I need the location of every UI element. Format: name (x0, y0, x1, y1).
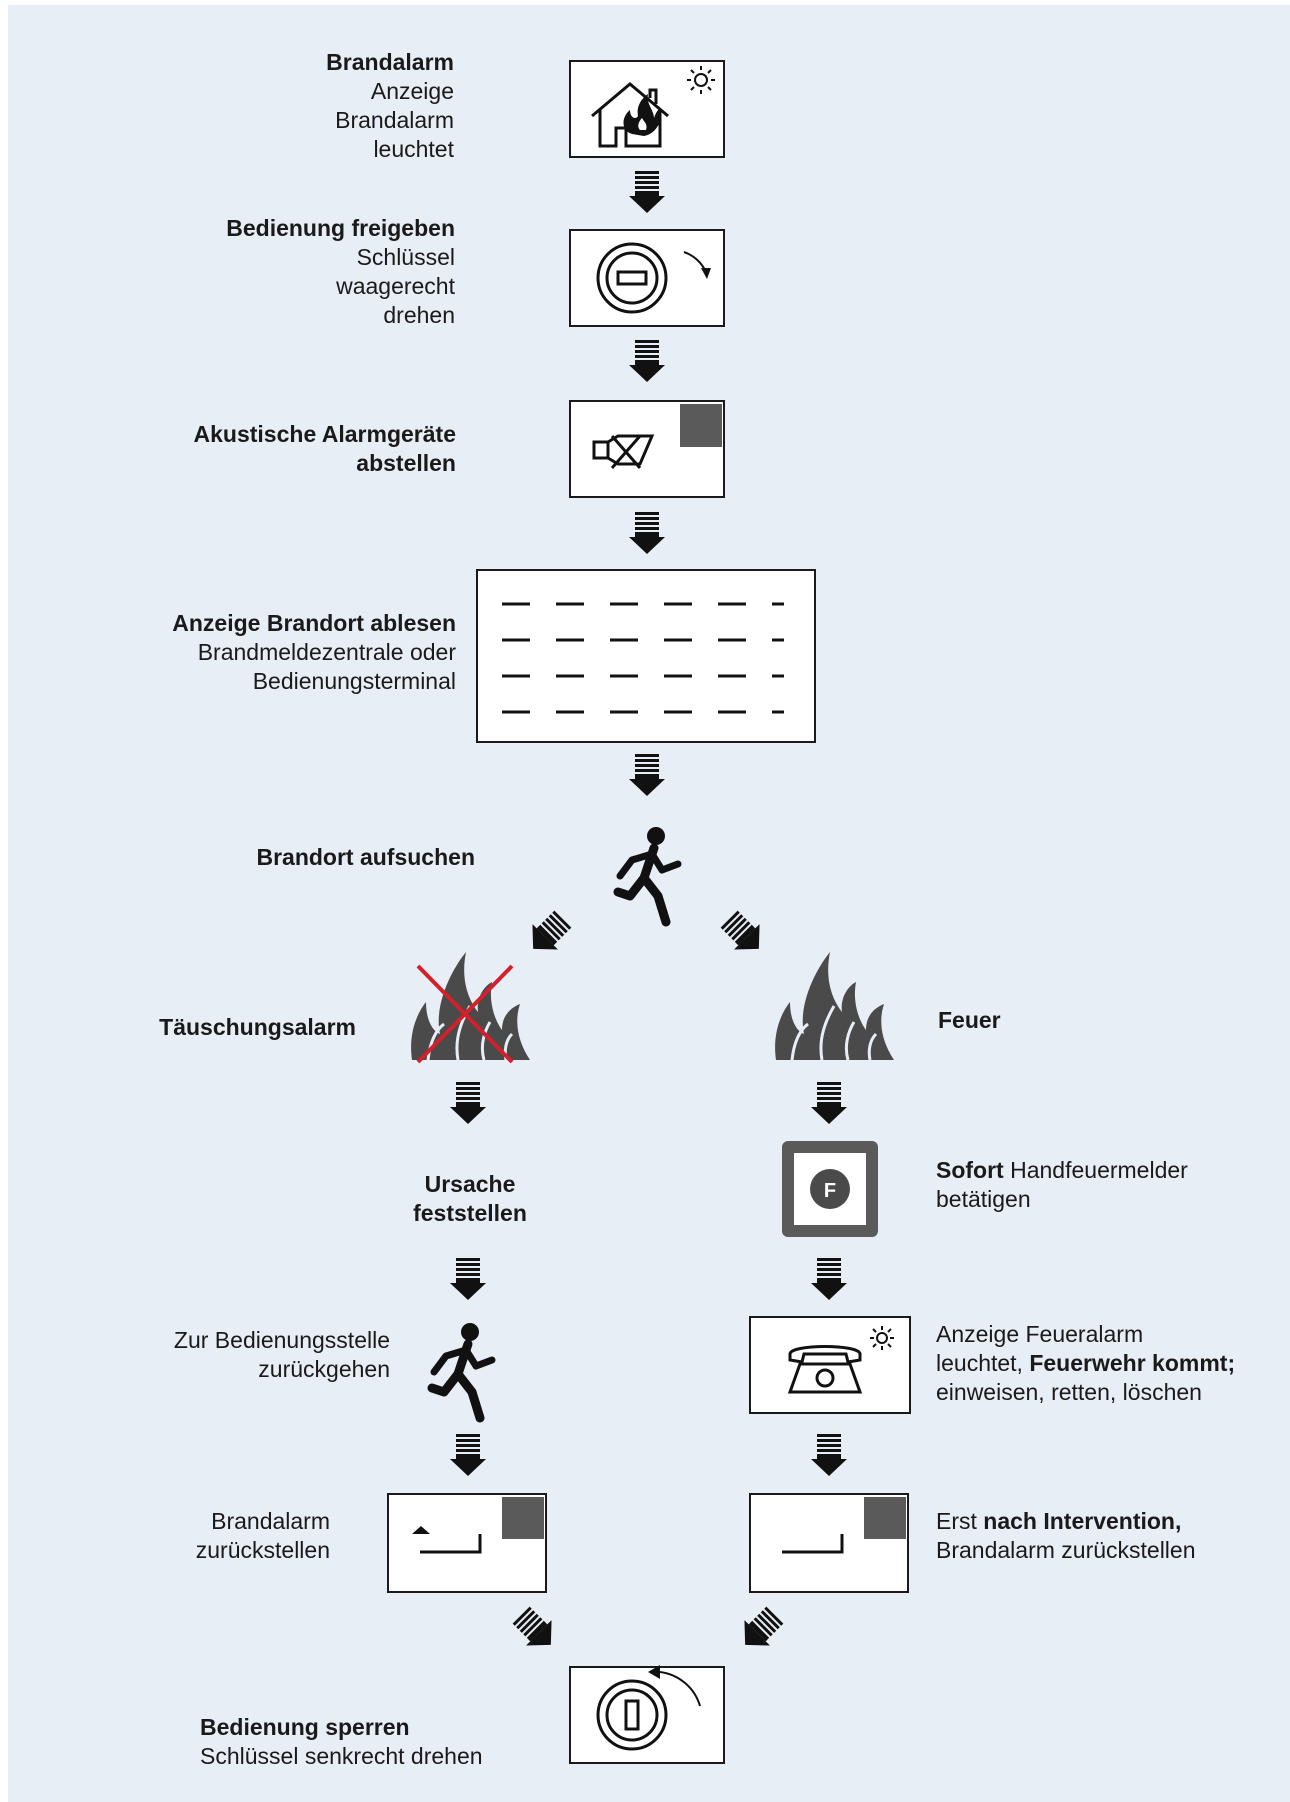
step-handfeuermelder-label: Sofort Handfeuermelder betätigen (936, 1156, 1188, 1214)
zurueckstellen-right-bold: nach Intervention, (983, 1508, 1182, 1534)
light-indicator-icon (870, 1326, 894, 1350)
brandort-ablesen-line1: Brandmeldezentrale oder (197, 639, 456, 665)
step-brandort-aufsuchen-label: Brandort aufsuchen (256, 843, 475, 872)
display-panel-box (476, 569, 816, 743)
display-panel-icon (502, 602, 784, 714)
reset-arrow-icon (782, 1534, 844, 1554)
brandalarm-display-box (569, 60, 725, 158)
freigeben-line2: waagerecht (336, 273, 455, 299)
taeuschung-title: Täuschungsalarm (159, 1014, 356, 1040)
mute-speaker-icon (592, 434, 655, 469)
walking-person-return-icon (432, 1323, 492, 1418)
walking-person-icon (618, 827, 678, 922)
arrow-diagonal-bottom-right (732, 1602, 788, 1658)
arrow-down-4 (629, 754, 665, 796)
feuer-title: Feuer (938, 1007, 1001, 1033)
ursache-title-2: feststellen (413, 1200, 527, 1226)
step-taeuschung-label: Täuschungsalarm (159, 1013, 356, 1042)
key-lock-box (569, 1665, 725, 1764)
arrow-down-right-3 (811, 1434, 847, 1476)
step-brandalarm-label: Brandalarm Anzeige Brandalarm leuchtet (326, 48, 454, 164)
key-vertical-icon (596, 1665, 701, 1751)
feueralarm-line1: Anzeige Feueralarm (936, 1321, 1144, 1347)
arrow-down-left-2 (450, 1258, 486, 1300)
arrow-down-3 (629, 512, 665, 554)
akustisch-title-2: abstellen (356, 450, 456, 476)
freigeben-line3: drehen (383, 302, 455, 328)
reset-box-right (749, 1493, 909, 1593)
feueralarm-line2-text: leuchtet, (936, 1350, 1030, 1376)
step-feueralarm-label: Anzeige Feueralarm leuchtet, Feuerwehr k… (936, 1320, 1235, 1407)
arrow-down-left-3 (450, 1434, 486, 1476)
brandalarm-line3: leuchtet (373, 136, 454, 162)
step-akustisch-label: Akustische Alarmgeräte abstellen (194, 420, 456, 478)
step-zurueckstellen-left-label: Brandalarm zurückstellen (196, 1507, 330, 1565)
telephone-icon (787, 1345, 863, 1394)
handfeuermelder-line2: betätigen (936, 1186, 1031, 1212)
zurueckgehen-line1: Zur Bedienungsstelle (173, 1327, 390, 1353)
arrow-down-right-1 (811, 1082, 847, 1124)
step-feuer-label: Feuer (938, 1006, 1001, 1035)
zurueckstellen-left-line1: Brandalarm (211, 1508, 330, 1534)
freigeben-title: Bedienung freigeben (226, 215, 455, 241)
arrow-diagonal-right (716, 906, 772, 962)
akustisch-title-1: Akustische Alarmgeräte (193, 421, 456, 447)
false-alarm-flames-icon (409, 950, 532, 1064)
freigeben-line1: Schlüssel (356, 244, 455, 270)
reset-box-left (387, 1493, 547, 1593)
house-fire-icon (591, 82, 669, 148)
arrow-diagonal-bottom-left (508, 1602, 564, 1658)
handfeuermelder-text: Handfeuermelder (1003, 1157, 1188, 1183)
step-sperren-label: Bedienung sperren Schlüssel senkrecht dr… (200, 1713, 483, 1771)
flames-icon (773, 950, 896, 1062)
brandort-ablesen-title: Anzeige Brandort ablesen (172, 610, 456, 636)
arrow-down-left-1 (450, 1082, 486, 1124)
ursache-title-1: Ursache (424, 1171, 516, 1197)
brandort-ablesen-line2: Bedienungsterminal (252, 668, 456, 694)
step-zurueckstellen-right-label: Erst nach Intervention, Brandalarm zurüc… (936, 1507, 1196, 1565)
step-brandort-ablesen-label: Anzeige Brandort ablesen Brandmeldezentr… (172, 609, 456, 696)
arrow-down-2 (629, 340, 665, 382)
call-point-letter: F (824, 1180, 836, 1202)
arrow-diagonal-left (520, 906, 576, 962)
handfeuermelder-bold: Sofort (936, 1157, 1004, 1183)
mute-alarm-box (569, 400, 725, 498)
zurueckstellen-right-pre: Erst (936, 1508, 984, 1534)
zurueckstellen-right-line2: Brandalarm zurückstellen (936, 1537, 1196, 1563)
zurueckstellen-left-line2: zurückstellen (195, 1537, 330, 1563)
sperren-line2: Schlüssel senkrecht drehen (200, 1743, 483, 1769)
arrow-down-right-2 (811, 1258, 847, 1300)
key-release-box (569, 229, 725, 327)
brandalarm-title: Brandalarm (326, 49, 454, 75)
light-indicator-icon (687, 66, 715, 94)
reset-arrow-icon (420, 1534, 482, 1554)
key-horizontal-icon (596, 242, 711, 314)
feueralarm-line3: einweisen, retten, löschen (936, 1379, 1202, 1405)
manual-call-point-icon: F (782, 1141, 878, 1237)
brandort-aufsuchen-title: Brandort aufsuchen (256, 844, 475, 870)
sperren-title: Bedienung sperren (200, 1714, 410, 1740)
brandalarm-line2: Brandalarm (335, 107, 454, 133)
step-zurueckgehen-label: Zur Bedienungsstelle zurückgehen (174, 1326, 390, 1384)
arrow-down-1 (629, 171, 665, 213)
fire-alarm-display-box (749, 1316, 911, 1414)
zurueckgehen-line2: zurückgehen (258, 1356, 390, 1382)
step-freigeben-label: Bedienung freigeben Schlüssel waagerecht… (226, 214, 455, 330)
feueralarm-line2-bold: Feuerwehr kommt; (1029, 1350, 1236, 1376)
brandalarm-line1: Anzeige (370, 78, 454, 104)
step-ursache-label: Ursache feststellen (395, 1170, 545, 1228)
